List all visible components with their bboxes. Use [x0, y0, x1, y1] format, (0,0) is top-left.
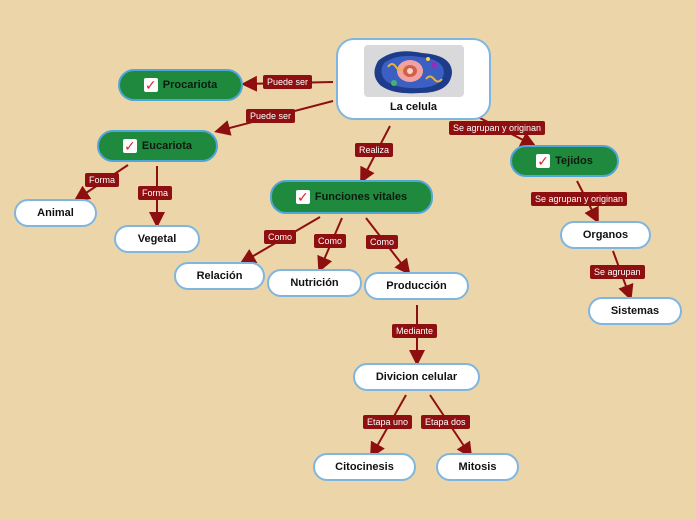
- edge-label-como[interactable]: Como: [314, 234, 347, 248]
- eucariota-label: Eucariota: [141, 140, 193, 152]
- citocinesis-label: Citocinesis: [335, 461, 394, 473]
- cell-image: [363, 45, 464, 97]
- edge-label-mediante[interactable]: Mediante: [392, 324, 438, 338]
- nutricion-label: Nutrición: [290, 277, 339, 289]
- node-produccion[interactable]: Producción: [364, 272, 469, 300]
- procariota-label: Procariota: [162, 79, 218, 91]
- node-citocinesis[interactable]: Citocinesis: [313, 453, 416, 481]
- animal-label: Animal: [37, 207, 74, 219]
- edge-label-como[interactable]: Como: [366, 235, 399, 249]
- node-tejidos[interactable]: ✓ Tejidos: [510, 145, 619, 177]
- edge-label-como[interactable]: Como: [264, 230, 297, 244]
- relacion-label: Relación: [196, 270, 243, 282]
- node-relacion[interactable]: Relación: [174, 262, 265, 290]
- node-mitosis[interactable]: Mitosis: [436, 453, 519, 481]
- sistemas-label: Sistemas: [610, 305, 660, 317]
- node-sistemas[interactable]: Sistemas: [588, 297, 682, 325]
- edge-label-etapa-dos[interactable]: Etapa dos: [421, 415, 470, 429]
- node-procariota[interactable]: ✓ Procariota: [118, 69, 243, 101]
- edge-label-se-agrupan[interactable]: Se agrupan: [590, 265, 645, 279]
- edge-label-se-agrupan-y-originan[interactable]: Se agrupan y originan: [531, 192, 628, 206]
- node-funciones-vitales[interactable]: ✓ Funciones vitales: [270, 180, 433, 214]
- divicion-label: Divicion celular: [375, 371, 458, 383]
- organos-label: Organos: [582, 229, 629, 241]
- vegetal-label: Vegetal: [137, 233, 177, 245]
- check-icon: ✓: [295, 189, 310, 205]
- mitosis-label: Mitosis: [458, 461, 497, 473]
- node-eucariota[interactable]: ✓ Eucariota: [97, 130, 218, 162]
- check-icon: ✓: [122, 138, 137, 154]
- edge-label-puede-ser[interactable]: Puede ser: [263, 75, 313, 89]
- edge-label-forma[interactable]: Forma: [138, 186, 173, 200]
- edge-label-puede-ser[interactable]: Puede ser: [246, 109, 296, 123]
- node-la-celula[interactable]: La celula: [336, 38, 491, 120]
- tejidos-label: Tejidos: [555, 155, 593, 167]
- node-vegetal[interactable]: Vegetal: [114, 225, 200, 253]
- node-divicion-celular[interactable]: Divicion celular: [353, 363, 480, 391]
- edge-label-se-agrupan-y-originan[interactable]: Se agrupan y originan: [449, 121, 546, 135]
- node-organos[interactable]: Organos: [560, 221, 651, 249]
- check-icon: ✓: [536, 153, 551, 169]
- node-animal[interactable]: Animal: [14, 199, 97, 227]
- edge-label-etapa-uno[interactable]: Etapa uno: [363, 415, 413, 429]
- edge-label-realiza[interactable]: Realiza: [355, 143, 394, 157]
- funciones-label: Funciones vitales: [314, 191, 408, 203]
- root-label: La celula: [389, 101, 438, 113]
- check-icon: ✓: [143, 77, 158, 93]
- edge-label-forma[interactable]: Forma: [85, 173, 120, 187]
- node-nutricion[interactable]: Nutrición: [267, 269, 362, 297]
- produccion-label: Producción: [386, 280, 447, 292]
